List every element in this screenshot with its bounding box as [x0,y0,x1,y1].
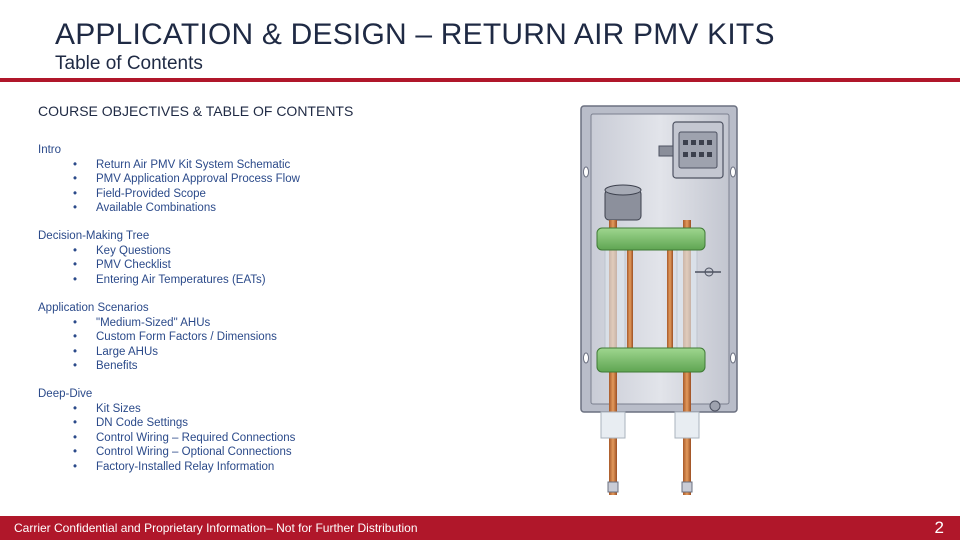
toc-item-label: Custom Form Factors / Dimensions [96,331,277,343]
list-item: • Factory-Installed Relay Information [38,460,274,475]
toc-item-label: Large AHUs [96,345,159,358]
mounting-hole [583,166,589,178]
bullet: • [73,187,78,200]
toc-group-title: Decision-Making Tree [38,230,150,242]
bullet: • [73,345,78,358]
bullet: • [73,158,78,171]
pipe-end-cap [681,481,693,493]
toc-item-label: Control Wiring – Required Connections [96,431,296,444]
pipe-clamp-upper [596,227,706,251]
list-item: • Kit Sizes [38,402,141,417]
list-item: • Control Wiring – Optional Connections [38,445,292,460]
insulation-sleeve [604,249,626,351]
drain-fitting [709,400,721,412]
copper-pipe-inner [667,250,673,360]
list-item: • Key Questions [38,244,171,259]
list-item: • Return Air PMV Kit System Schematic [38,158,290,173]
section-heading: COURSE OBJECTIVES & TABLE OF CONTENTS [38,103,354,119]
toc-item-label: PMV Application Approval Process Flow [96,173,300,185]
toc-list: • Return Air PMV Kit System Schematic • PM… [38,158,300,216]
pipe-clamp-lower [596,347,706,373]
clear-pipe-section [600,411,626,439]
toc-group-decision-tree: Decision-Making Tree • Key Questions • PMV… [38,229,266,288]
bullet: • [73,244,78,257]
copper-pipe-inner [627,240,633,360]
bullet: • [73,417,78,429]
list-item: • "Medium-Sized" AHUs [38,316,210,331]
toc-group-deep-dive: Deep-Dive • Kit Sizes • DN Code Settings •… [38,387,295,475]
toc-item-label: Factory-Installed Relay Information [96,460,275,473]
bullet: • [73,431,78,444]
toc-group-title: Deep-Dive [38,388,93,400]
toc-item-label: DN Code Settings [96,417,189,429]
title-divider [0,78,960,82]
toc-item-label: Return Air PMV Kit System Schematic [96,158,291,171]
toc-item-label: Entering Air Temperatures (EATs) [96,273,266,286]
cable-gland [658,145,674,157]
bullet: • [73,331,78,343]
toc-item-label: Benefits [96,360,138,372]
bullet: • [73,173,78,185]
list-item: • PMV Application Approval Process Flow [38,172,300,187]
list-item: • Control Wiring – Required Connections [38,431,295,446]
toc-item-label: "Medium-Sized" AHUs [96,316,211,329]
toc-item-label: Key Questions [96,244,171,257]
list-item: • Available Combinations [38,201,216,216]
toc-item-label: Control Wiring – Optional Connections [96,446,292,458]
bullet: • [73,446,78,458]
toc-item-label: Field-Provided Scope [96,187,206,200]
list-item: • Entering Air Temperatures (EATs) [38,273,266,288]
toc-item-label: PMV Checklist [96,259,171,271]
slide-subtitle: Table of Contents [55,53,203,74]
page-number: 2 [934,518,944,537]
list-item: • PMV Checklist [38,258,171,273]
list-item: • Field-Provided Scope [38,187,206,202]
toc-list: • Kit Sizes • DN Code Settings • Control Wi… [38,402,295,475]
toc-group-title: Application Scenarios [38,302,149,314]
pipe-end-cap [607,481,619,493]
list-item: • Custom Form Factors / Dimensions [38,330,277,345]
toc-group-application-scenarios: Application Scenarios • "Medium-Sized" AH… [38,301,277,374]
bullet: • [73,273,78,286]
toc-list: • "Medium-Sized" AHUs • Custom Form Factor… [38,316,277,374]
bullet: • [73,460,78,473]
list-item: • Benefits [38,359,149,374]
bullet: • [73,360,78,372]
bullet: • [73,402,78,415]
toc-item-label: Kit Sizes [96,402,141,415]
footer-bar: Carrier Confidential and Proprietary Inf… [0,516,960,540]
pmv-kit-illustration [580,105,738,495]
clear-pipe-section [674,411,700,439]
insulation-sleeve [676,249,698,351]
toc-item-label: Available Combinations [96,202,216,214]
list-item: • DN Code Settings [38,416,188,431]
list-item: • Large AHUs [38,345,158,360]
bullet: • [73,259,78,271]
mounting-hole [730,352,736,364]
bullet: • [73,316,78,329]
mounting-hole [730,166,736,178]
toc-group-intro: Intro • Return Air PMV Kit System Schemat… [38,143,300,216]
mounting-hole [583,352,589,364]
bullet: • [73,202,78,214]
toc-list: • Key Questions • PMV Checklist • Entering … [38,244,266,288]
footer-disclaimer: Carrier Confidential and Proprietary Inf… [14,521,418,535]
toc-group-title: Intro [38,144,62,156]
slide-title: APPLICATION & DESIGN – RETURN AIR PMV KI… [55,18,775,51]
